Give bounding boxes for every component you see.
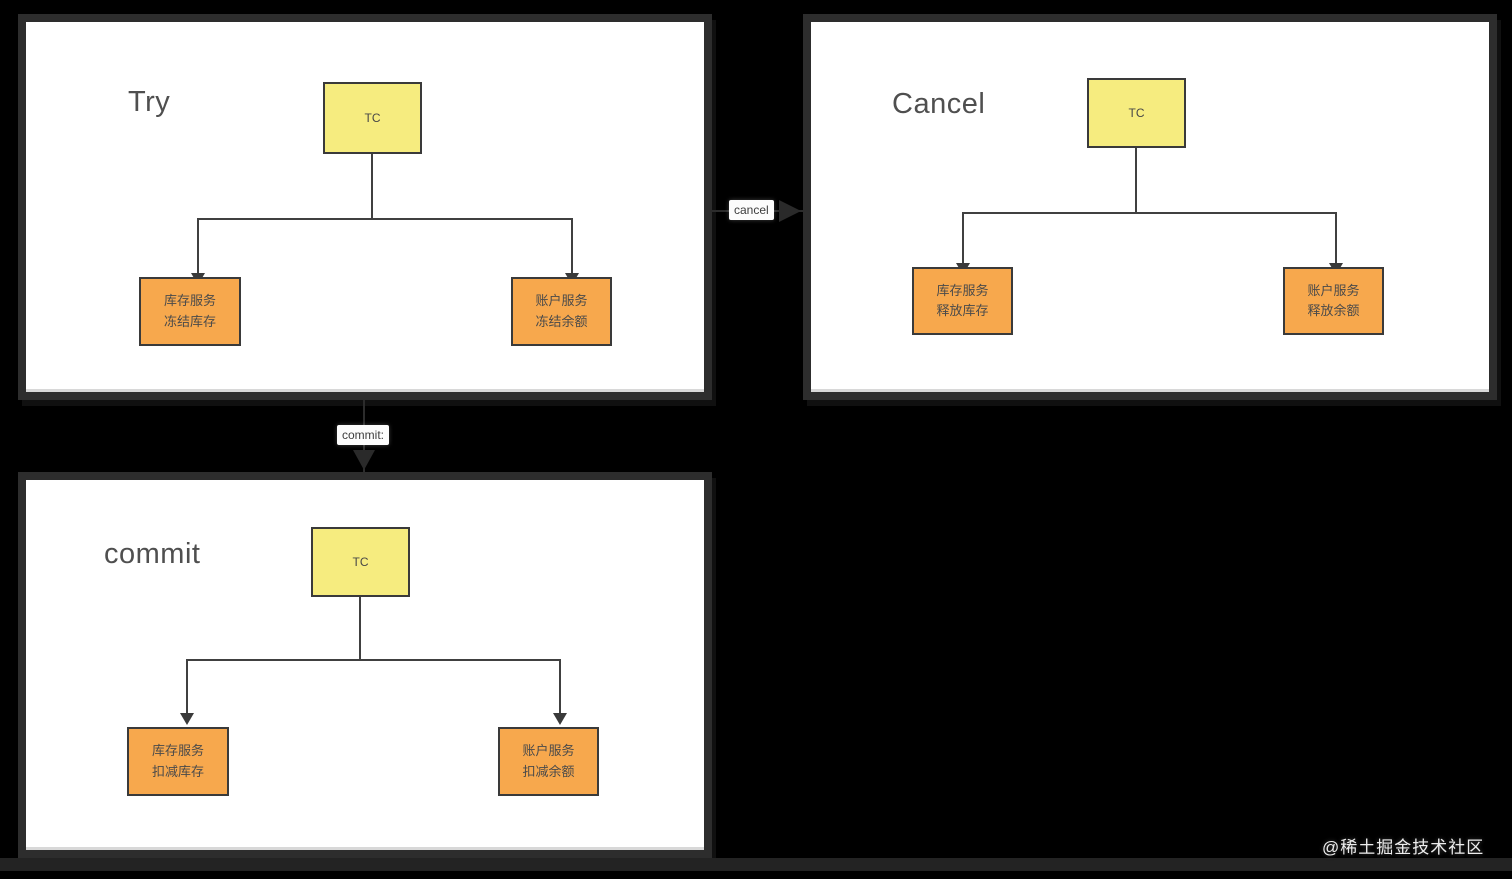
panel-cancel-inventory-node: 库存服务 释放库存 <box>912 267 1013 335</box>
connector-line <box>359 597 361 661</box>
watermark: @稀土掘金技术社区 <box>1322 838 1485 857</box>
arrow-down-icon <box>553 713 567 725</box>
service-line1: 账户服务 <box>522 743 575 759</box>
service-line1: 库存服务 <box>936 282 989 298</box>
arrow-down-icon <box>353 450 375 470</box>
panel-cancel-account-node: 账户服务 释放余额 <box>1283 267 1384 335</box>
panel-cancel-title: Cancel <box>892 88 986 120</box>
tc-node-label: TC <box>364 111 381 125</box>
connector-line <box>186 659 561 661</box>
tc-node-label: TC <box>352 555 369 569</box>
service-line2: 扣减余额 <box>522 763 575 779</box>
tc-node-label: TC <box>1128 106 1145 120</box>
panel-commit-title: commit <box>104 538 201 570</box>
panel-cancel: Cancel TC 库存服务 释放库存 账户服务 释放余额 <box>803 14 1497 400</box>
service-line2: 扣减库存 <box>151 763 204 779</box>
connector-line <box>1335 212 1337 265</box>
panel-try-inventory-node: 库存服务 冻结库存 <box>139 277 241 346</box>
connector-line <box>1135 148 1137 213</box>
panel-try-tc-node: TC <box>323 82 422 154</box>
panel-commit: commit TC 库存服务 扣减库存 账户服务 扣减余额 <box>18 472 712 858</box>
panel-try-title: Try <box>128 86 171 118</box>
panel-try: Try TC 库存服务 冻结库存 账户服务 冻结余额 <box>18 14 712 400</box>
connector-line <box>197 218 199 275</box>
service-line2: 释放库存 <box>936 303 989 318</box>
arrow-right-icon <box>779 200 801 222</box>
bottom-edge-bar <box>0 858 1512 871</box>
commit-connector-label: commit: <box>337 425 389 445</box>
connector-line <box>371 154 373 219</box>
connector-line <box>197 218 573 220</box>
connector-line <box>962 212 1337 214</box>
panel-commit-tc-node: TC <box>311 527 410 597</box>
connector-line <box>962 212 964 265</box>
service-line1: 库存服务 <box>151 743 204 759</box>
service-line1: 账户服务 <box>1307 282 1360 298</box>
service-line1: 库存服务 <box>163 293 216 309</box>
panel-commit-account-node: 账户服务 扣减余额 <box>498 727 599 796</box>
connector-line <box>559 659 561 715</box>
connector-line <box>186 659 188 715</box>
cancel-connector-label: cancel <box>729 200 774 220</box>
arrow-down-icon <box>180 713 194 725</box>
service-line1: 账户服务 <box>535 293 588 309</box>
connector-line <box>571 218 573 275</box>
service-line2: 冻结余额 <box>535 313 588 329</box>
panel-commit-inventory-node: 库存服务 扣减库存 <box>127 727 229 796</box>
service-line2: 释放余额 <box>1307 303 1360 318</box>
panel-try-account-node: 账户服务 冻结余额 <box>511 277 612 346</box>
service-line2: 冻结库存 <box>163 313 216 329</box>
panel-cancel-tc-node: TC <box>1087 78 1186 148</box>
